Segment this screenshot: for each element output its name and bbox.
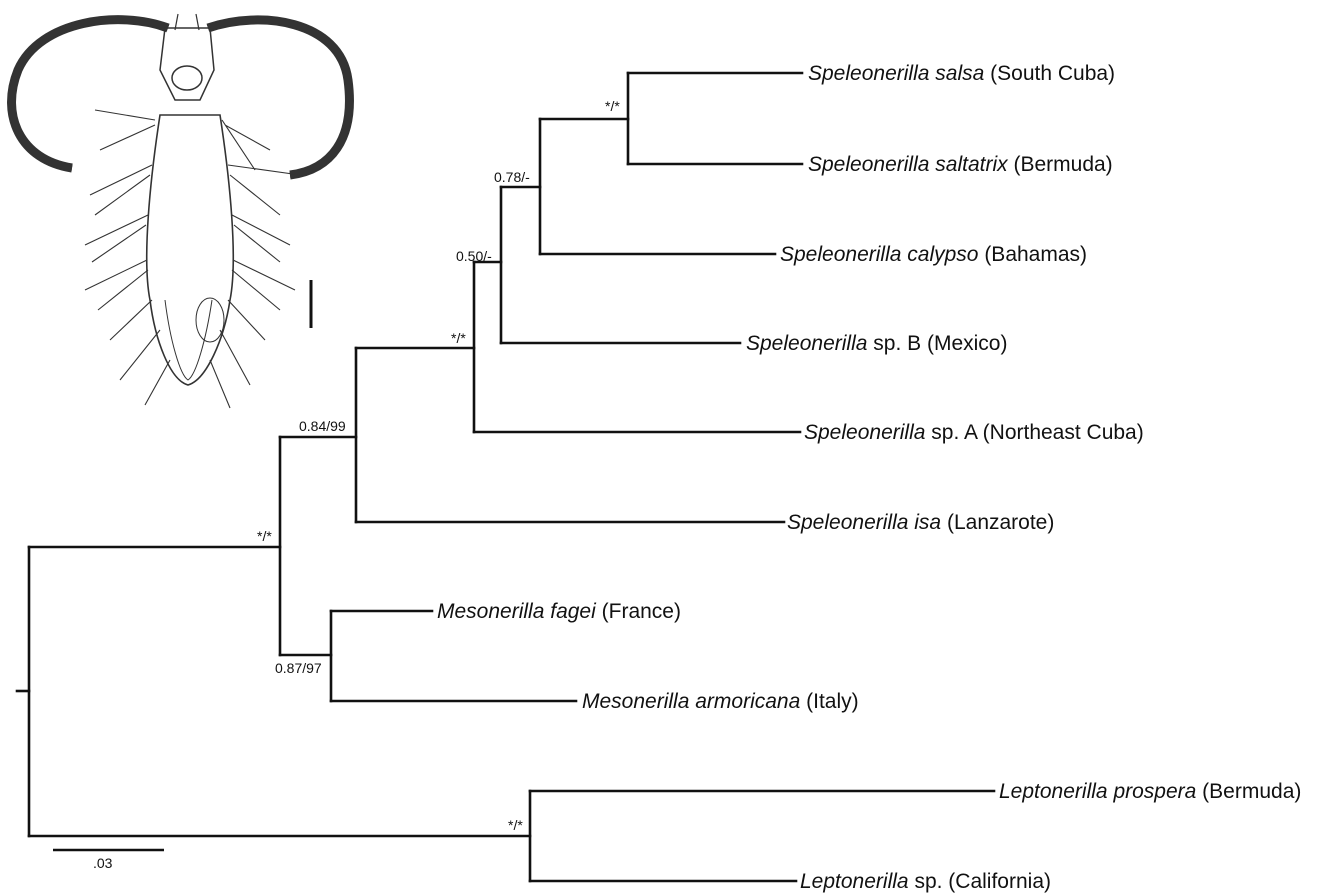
node-support: */* [508,817,523,833]
specimen-illustration [12,14,350,408]
scale-bar-label: .03 [93,855,113,871]
tree-branches [17,73,994,881]
node-support: */* [257,528,272,544]
taxon-label: Speleonerilla salsa (South Cuba) [808,62,1115,85]
node-support: */* [451,330,466,346]
taxon-label: Speleonerilla calypso (Bahamas) [780,243,1087,266]
node-support: 0.78/- [494,169,530,185]
node-support: 0.50/- [456,248,492,264]
taxon-label: Speleonerilla saltatrix (Bermuda) [808,153,1113,176]
taxon-label: Speleonerilla sp. A (Northeast Cuba) [804,421,1144,444]
taxon-label: Leptonerilla prospera (Bermuda) [999,780,1301,803]
taxon-label: Leptonerilla sp. (California) [800,870,1051,893]
node-support: */* [605,98,620,114]
taxon-label: Mesonerilla armoricana (Italy) [582,690,859,713]
taxon-label: Mesonerilla fagei (France) [437,600,681,623]
taxon-label: Speleonerilla isa (Lanzarote) [787,511,1054,534]
node-support: 0.87/97 [275,660,322,676]
node-support: 0.84/99 [299,418,346,434]
taxon-label: Speleonerilla sp. B (Mexico) [746,332,1007,355]
